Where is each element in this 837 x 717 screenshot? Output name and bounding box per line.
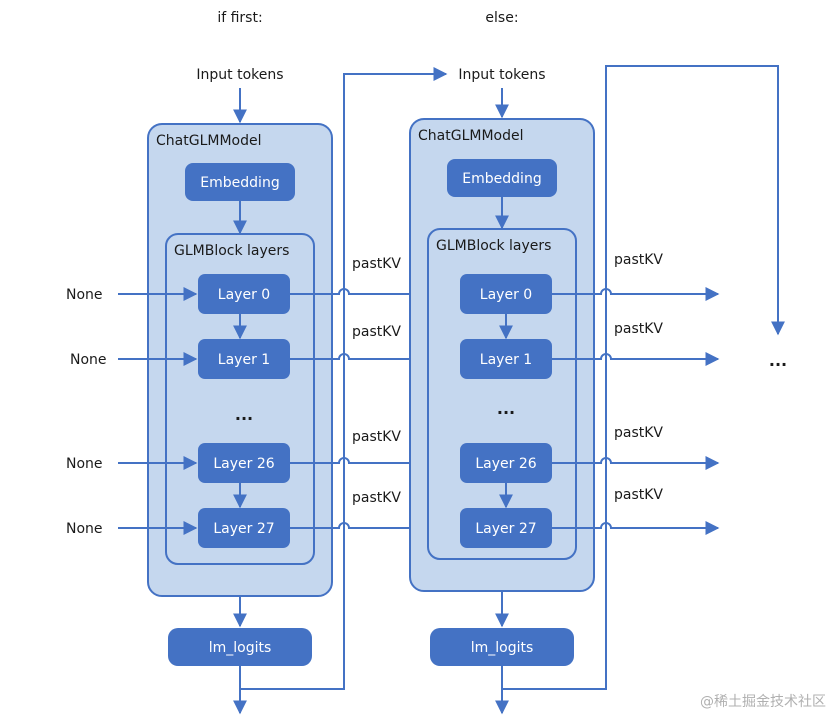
layer-26-left xyxy=(198,443,290,483)
none-label-27: None xyxy=(66,521,103,537)
lm-logits-right xyxy=(430,628,574,666)
lm-logits-label-left: lm_logits xyxy=(209,640,272,656)
arrow-pastkv-out-0 xyxy=(552,287,720,301)
embedding-left xyxy=(185,163,295,201)
glmblock-label-left: GLMBlock layers xyxy=(174,243,289,259)
arrow-pastkv-out-26 xyxy=(552,456,720,470)
layer-1-right xyxy=(460,339,552,379)
lm-logits-left xyxy=(168,628,312,666)
pastkv-label-26: pastKV xyxy=(352,429,401,445)
pastkv-label-1: pastKV xyxy=(352,324,401,340)
layer-0-label-right: Layer 0 xyxy=(480,287,532,303)
layer-27-left xyxy=(198,508,290,548)
layer-0-left xyxy=(198,274,290,314)
chatglm-model-label-left: ChatGLMModel xyxy=(156,133,261,149)
layer-27-label-right: Layer 27 xyxy=(475,521,536,537)
layer-26-label-left: Layer 26 xyxy=(213,456,274,472)
glmblock-label-right: GLMBlock layers xyxy=(436,238,551,254)
layer-0-right xyxy=(460,274,552,314)
layer-1-left xyxy=(198,339,290,379)
arrow-loop-to-else xyxy=(240,67,448,690)
layer-1-label-right: Layer 1 xyxy=(480,352,532,368)
arrow-loop-next xyxy=(502,65,785,690)
layer-1-label-left: Layer 1 xyxy=(218,352,270,368)
layer-26-right xyxy=(460,443,552,483)
ellipsis-layers-left: ... xyxy=(235,405,253,424)
watermark: @稀土掘金技术社区 xyxy=(700,694,826,710)
pastkv-label-0: pastKV xyxy=(352,256,401,272)
layer-26-label-right: Layer 26 xyxy=(475,456,536,472)
arrow-pastkv-0 xyxy=(290,287,458,301)
pastkv-out-label-1: pastKV xyxy=(614,321,663,337)
embedding-label-left: Embedding xyxy=(200,175,279,191)
lm-logits-label-right: lm_logits xyxy=(471,640,534,656)
arrow-pastkv-26 xyxy=(290,456,458,470)
input-tokens-right: Input tokens xyxy=(458,67,545,83)
header-else: else: xyxy=(485,10,518,26)
pastkv-out-label-26: pastKV xyxy=(614,425,663,441)
arrow-pastkv-out-1 xyxy=(552,352,720,366)
layer-27-label-left: Layer 27 xyxy=(213,521,274,537)
pastkv-out-label-0: pastKV xyxy=(614,252,663,268)
ellipsis-next: ... xyxy=(769,351,787,370)
none-label-1: None xyxy=(70,352,107,368)
embedding-label-right: Embedding xyxy=(462,171,541,187)
header-if-first: if first: xyxy=(217,10,262,26)
layer-27-right xyxy=(460,508,552,548)
embedding-right xyxy=(447,159,557,197)
pastkv-label-27: pastKV xyxy=(352,490,401,506)
arrow-pastkv-out-27 xyxy=(552,521,720,535)
arrow-pastkv-27 xyxy=(290,521,458,535)
arrow-pastkv-1 xyxy=(290,352,458,366)
chatglm-model-label-right: ChatGLMModel xyxy=(418,128,523,144)
pastkv-out-label-27: pastKV xyxy=(614,487,663,503)
ellipsis-layers-right: ... xyxy=(497,399,515,418)
none-label-0: None xyxy=(66,287,103,303)
none-label-26: None xyxy=(66,456,103,472)
input-tokens-left: Input tokens xyxy=(196,67,283,83)
layer-0-label-left: Layer 0 xyxy=(218,287,270,303)
